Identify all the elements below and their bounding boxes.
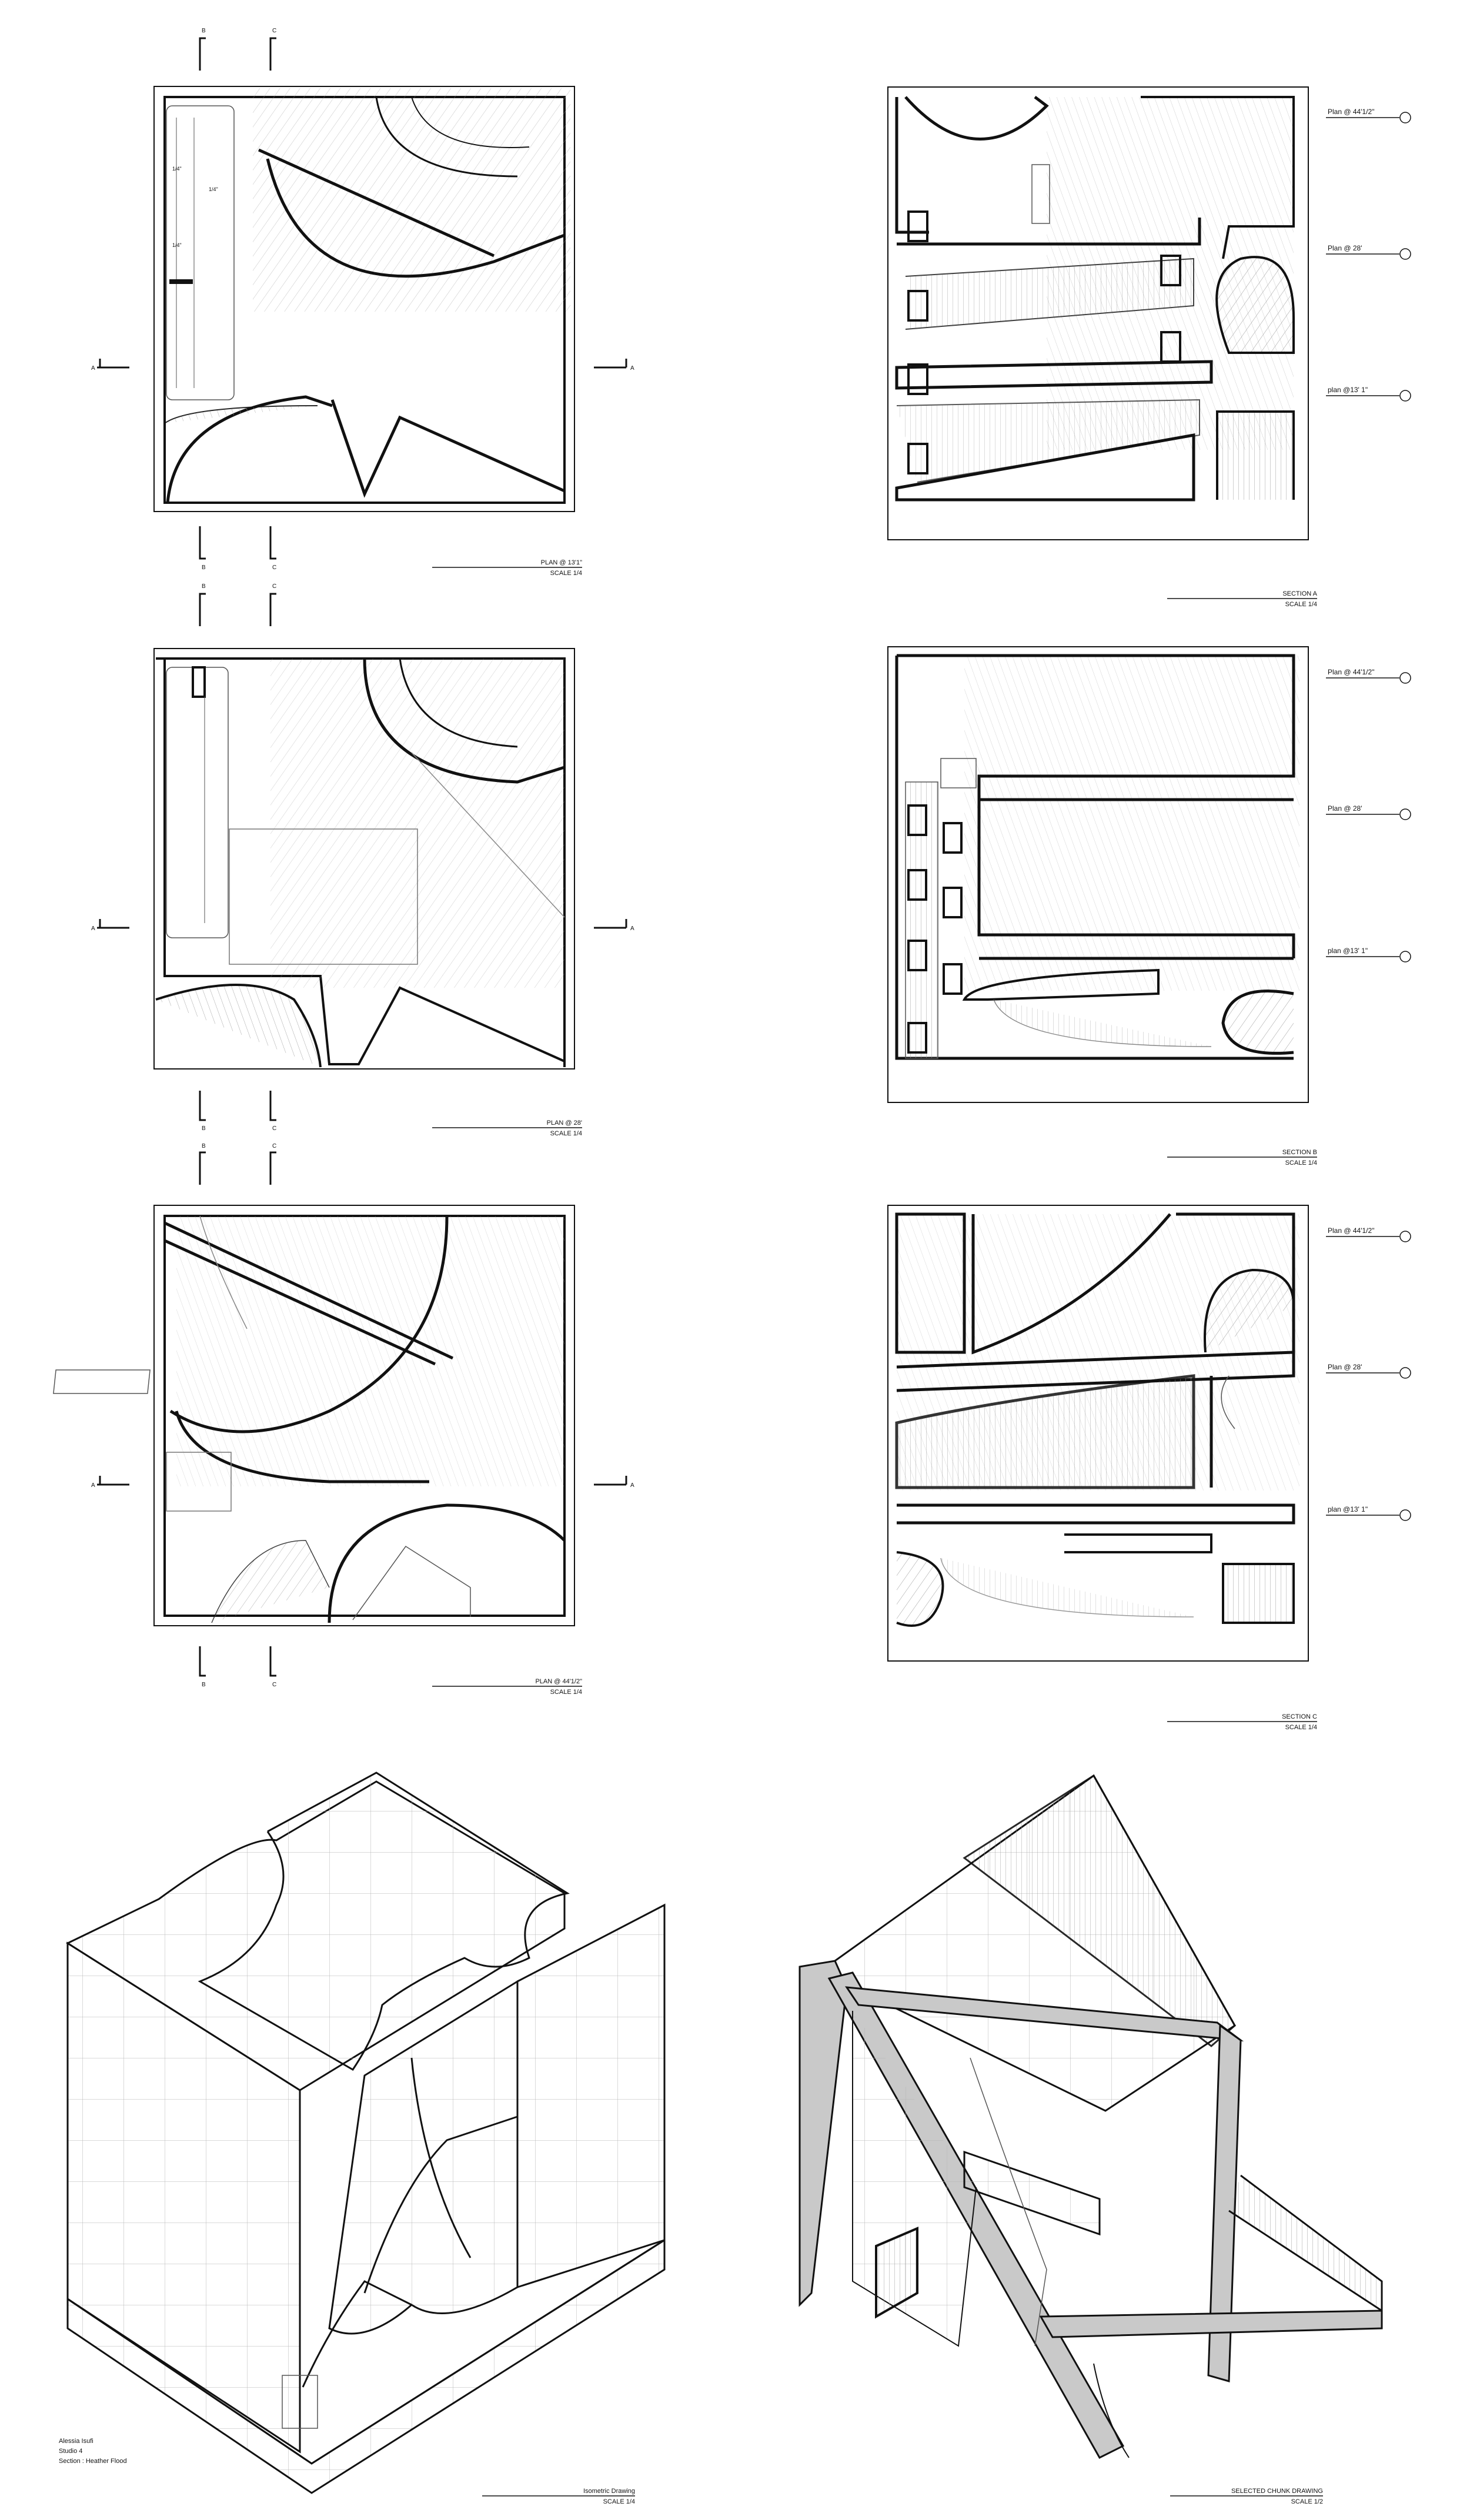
isometric-scale: SCALE 1/4 (603, 2498, 635, 2505)
section-b-level-2: Plan @ 28' (1328, 804, 1362, 813)
section-c-level-3: plan @13' 1" (1328, 1505, 1368, 1513)
section-b-hatch-region (964, 656, 1299, 991)
plan-3 (53, 1205, 575, 1626)
plan-3-marker-c-bottom: C (272, 1682, 276, 1688)
plan-1-dim-2: 1/4" (209, 186, 218, 192)
plan-1-marker-b-bottom: B (202, 564, 206, 571)
section-a-stair-slabs (905, 258, 1194, 330)
section-a (887, 86, 1309, 540)
plan-1: 1/4" 1/4" 1/4" (153, 86, 575, 512)
section-a-level-1: Plan @ 44'1/2" (1328, 108, 1374, 116)
plan-1-zigzag-wall (330, 399, 566, 498)
plan-2-stair (166, 667, 229, 938)
plan-1-curved-wall (266, 158, 565, 278)
plan-1-dim-3: 1/4" (172, 242, 182, 248)
plan-2-marker-b-bottom: B (202, 1125, 206, 1132)
isometric-drawing (65, 1772, 666, 2494)
plan-1-stair (166, 105, 235, 400)
plan-1-marker-a-left: A (91, 365, 95, 372)
plan-3-marker-b-top: B (202, 1143, 206, 1149)
section-b-level-3: plan @13' 1" (1328, 947, 1368, 955)
plan-2-section-markers (97, 593, 627, 1121)
plan-1-dim-1: 1/4" (172, 166, 182, 172)
plan-2 (153, 648, 575, 1070)
plan-1-marker-c-top: C (272, 28, 276, 34)
section-a-scale: SCALE 1/4 (1285, 601, 1317, 608)
section-a-level-3: plan @13' 1" (1328, 386, 1368, 394)
plan-2-title: PLAN @ 28' (547, 1119, 582, 1127)
section-c-scale: SCALE 1/4 (1285, 1724, 1317, 1731)
section-b-title: SECTION B (1282, 1149, 1317, 1156)
chunk-frame-left (799, 1960, 848, 2307)
isometric-title: Isometric Drawing (583, 2488, 635, 2495)
section-b-scale: SCALE 1/4 (1285, 1159, 1317, 1167)
credit-studio: Studio 4 (59, 2448, 82, 2455)
plan-2-marker-a-right: A (630, 925, 634, 932)
section-a-level-markers (1326, 112, 1411, 402)
section-c-level-2: Plan @ 28' (1328, 1363, 1362, 1371)
section-c-bottom-curve (896, 1551, 944, 1627)
section-c-curved-wall (971, 1213, 1171, 1355)
plan-3-scale: SCALE 1/4 (550, 1689, 582, 1696)
section-c (887, 1205, 1309, 1662)
plan-2-marker-a-left: A (91, 925, 95, 932)
plan-1-hatch-region (253, 88, 570, 312)
plan-2-curved-wall (363, 658, 565, 784)
credit-section: Section : Heather Flood (59, 2458, 127, 2465)
plan-3-marker-b-bottom: B (202, 1682, 206, 1688)
plan-2-marker-c-top: C (272, 583, 276, 590)
selected-chunk-drawing (799, 1774, 1383, 2459)
section-a-level-2: Plan @ 28' (1328, 244, 1362, 252)
plan-3-diagonal-wall (163, 1221, 454, 1360)
section-c-title: SECTION C (1282, 1713, 1317, 1720)
chunk-title: SELECTED CHUNK DRAWING (1231, 2488, 1323, 2495)
section-c-level-markers (1326, 1231, 1411, 1521)
plan-3-marker-a-right: A (630, 1482, 634, 1489)
plan-3-hatch-region (176, 1216, 564, 1486)
plan-1-scale: SCALE 1/4 (550, 570, 582, 577)
section-b-stair (905, 781, 938, 1059)
chunk-frame-right (1207, 2024, 1242, 2382)
plan-2-scale: SCALE 1/4 (550, 1130, 582, 1137)
plan-3-marker-a-left: A (91, 1482, 95, 1489)
section-b (887, 646, 1309, 1103)
plan-1-title: PLAN @ 13'1" (541, 559, 582, 566)
section-a-title: SECTION A (1282, 590, 1317, 597)
credit-name: Alessia Isufi (59, 2438, 93, 2445)
plan-2-marker-c-bottom: C (272, 1125, 276, 1132)
plan-1-section-markers (97, 37, 627, 560)
plan-3-marker-c-top: C (272, 1143, 276, 1149)
section-b-level-markers (1326, 672, 1411, 962)
section-b-curved-wall (1221, 990, 1294, 1055)
isometric-top-slab (198, 1772, 570, 2071)
chunk-scale: SCALE 1/2 (1291, 2498, 1323, 2505)
plan-3-section-markers (97, 1151, 627, 1677)
plan-3-title: PLAN @ 44'1/2" (535, 1678, 582, 1685)
plan-1-marker-a-right: A (630, 365, 634, 372)
plan-2-marker-b-top: B (202, 583, 206, 590)
plan-3-curved-wall (328, 1503, 566, 1623)
plan-1-marker-b-top: B (202, 28, 206, 34)
plan-1-marker-c-bottom: C (272, 564, 276, 571)
section-c-level-1: Plan @ 44'1/2" (1328, 1226, 1374, 1235)
section-b-level-1: Plan @ 44'1/2" (1328, 668, 1374, 676)
